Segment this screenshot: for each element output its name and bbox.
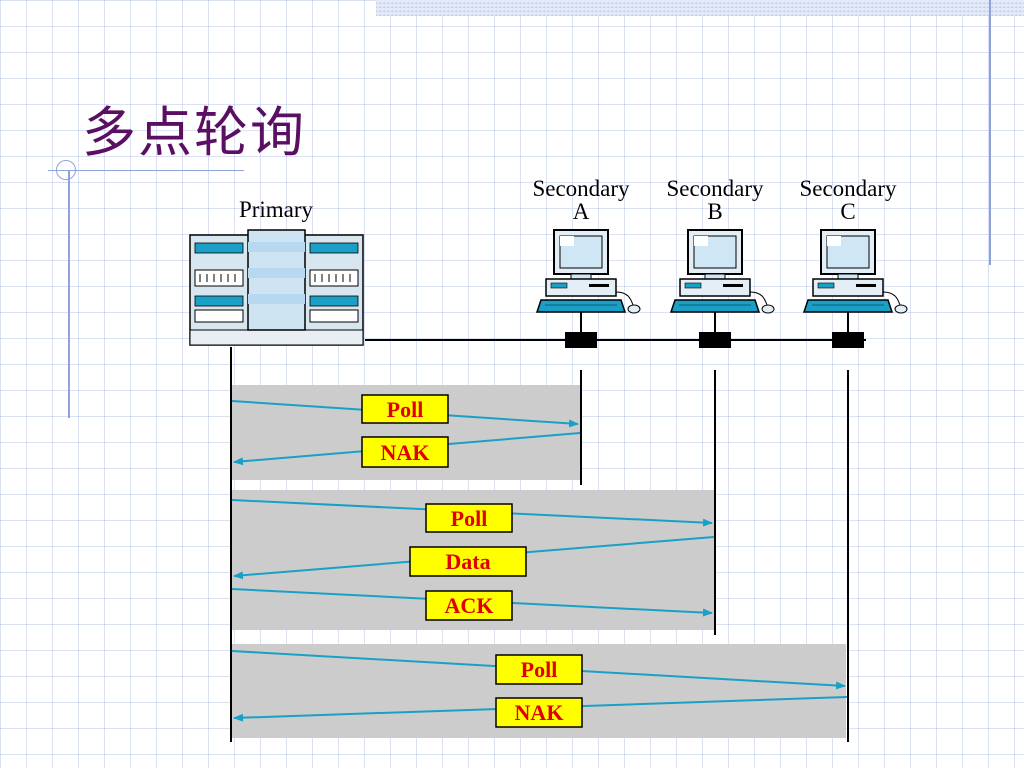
right-decorative-rule [989,0,991,265]
left-decorative-rule [68,170,70,418]
page-title: 多点轮询 [82,101,306,164]
secondary-a-letter: A [573,199,590,224]
message-box-nak-a: NAK [361,436,449,468]
message-box-data-b: Data [409,546,527,577]
svg-text:Poll: Poll [451,506,488,531]
svg-text:NAK: NAK [381,440,430,465]
secondary-a-label: Secondary [532,176,630,201]
secondary-b-computer-icon [669,229,775,348]
secondary-b-letter: B [707,199,722,224]
svg-text:Data: Data [445,549,490,574]
primary-label: Primary [239,197,314,222]
message-box-ack-b: ACK [425,590,513,621]
primary-mainframe-icon [189,229,364,346]
message-box-poll-b: Poll [425,503,513,533]
title-ornament-circle [56,160,76,180]
svg-text:ACK: ACK [445,593,494,618]
secondary-a-computer-icon [535,229,641,348]
svg-text:Poll: Poll [387,397,424,422]
secondary-c-letter: C [840,199,855,224]
secondary-b-label: Secondary [666,176,764,201]
message-box-nak-c: NAK [495,697,583,728]
svg-text:NAK: NAK [515,700,564,725]
secondary-c-label: Secondary [799,176,897,201]
top-pattern-band [376,0,1024,16]
svg-text:Poll: Poll [521,657,558,682]
secondary-c-computer-icon [802,229,908,348]
message-box-poll-a: Poll [361,394,449,424]
message-box-poll-c: Poll [495,654,583,685]
title-underline [48,170,244,171]
